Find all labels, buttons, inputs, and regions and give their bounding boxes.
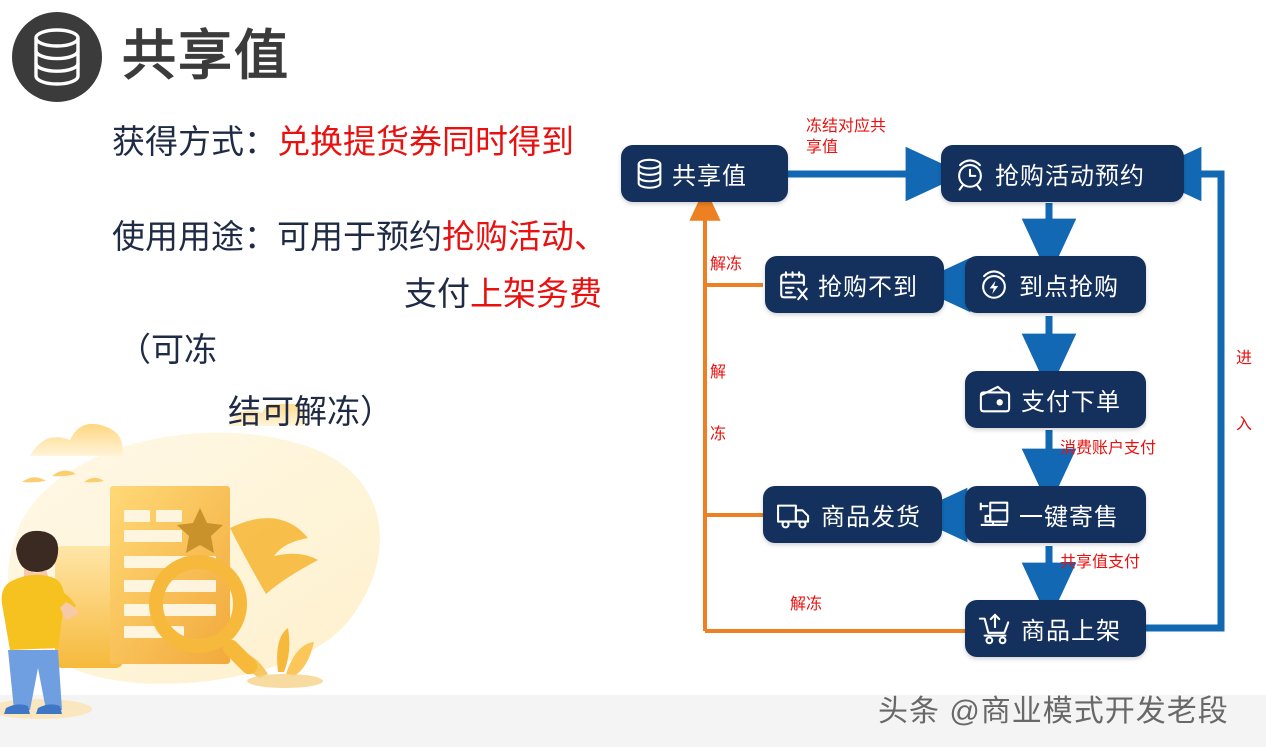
truck-icon bbox=[775, 500, 813, 530]
flow-node-label: 到点抢购 bbox=[1019, 274, 1119, 301]
usage-plain: 可用于预约 bbox=[277, 218, 442, 255]
flow-node-label: 一键寄售 bbox=[1019, 504, 1119, 531]
flow-node-label: 抢购不到 bbox=[818, 274, 918, 301]
package-box-icon bbox=[977, 498, 1011, 532]
flow-node-label: 共享值 bbox=[672, 163, 747, 190]
edge-label-shared-value-pay: 共享值支付 bbox=[1060, 554, 1141, 571]
wallet-icon bbox=[977, 384, 1013, 416]
usage-red: 抢购活动、 bbox=[442, 218, 607, 255]
flow-node-label: 商品发货 bbox=[821, 504, 921, 531]
bottom-band bbox=[0, 695, 1266, 747]
flow-node-one-click-consign[interactable]: 一键寄售 bbox=[965, 486, 1146, 543]
edge-label-freeze-shared-value: 冻结对应共 享值 bbox=[806, 118, 887, 156]
flow-node-label: 抢购活动预约 bbox=[995, 163, 1145, 190]
flow-node-goods-shipped[interactable]: 商品发货 bbox=[763, 486, 942, 543]
cart-upload-icon bbox=[977, 612, 1013, 646]
calendar-x-icon bbox=[777, 268, 810, 302]
edge-label-unfreeze-mid-1: 解 bbox=[710, 364, 727, 381]
edge-label-consumer-account-pay: 消费账户支付 bbox=[1060, 440, 1157, 457]
edge-label-enter-2: 入 bbox=[1236, 416, 1253, 433]
usage2-plain: 支付 bbox=[404, 275, 470, 312]
usage-label: 使用用途： bbox=[112, 218, 277, 255]
freeze-note-line-1: （可冻 bbox=[118, 331, 217, 368]
acquisition-label: 获得方式： bbox=[112, 123, 277, 160]
usage2-red: 上架务费 bbox=[470, 275, 602, 312]
page-title: 共享值 bbox=[122, 26, 290, 86]
usage-line-2: 支付上架务费 bbox=[404, 272, 602, 316]
freeze-note-line-2: 结可解冻） bbox=[228, 393, 393, 430]
edge-label-unfreeze-top: 解冻 bbox=[710, 256, 743, 273]
usage-line: 使用用途：可用于预约抢购活动、 bbox=[112, 215, 607, 259]
alarm-clock-icon bbox=[953, 157, 987, 191]
clock-bolt-icon bbox=[977, 268, 1011, 302]
flow-node-shared-value[interactable]: 共享值 bbox=[621, 145, 788, 202]
database-icon bbox=[12, 12, 102, 102]
decorative-illustration bbox=[0, 404, 400, 747]
flow-node-flash-sale-booking[interactable]: 抢购活动预约 bbox=[941, 145, 1184, 202]
flow-node-label: 支付下单 bbox=[1021, 389, 1121, 416]
edge-label-unfreeze-bottom: 解冻 bbox=[790, 596, 823, 613]
database-icon bbox=[635, 158, 664, 190]
acquisition-value: 兑换提货券同时得到 bbox=[277, 123, 574, 160]
acquisition-line: 获得方式：兑换提货券同时得到 bbox=[112, 120, 574, 164]
edge-label-unfreeze-mid-2: 冻 bbox=[710, 426, 727, 443]
flow-node-flash-sale-start[interactable]: 到点抢购 bbox=[965, 256, 1146, 313]
edge-label-enter-1: 进 bbox=[1236, 350, 1253, 367]
flow-node-sale-missed[interactable]: 抢购不到 bbox=[765, 256, 944, 313]
flow-node-goods-listed[interactable]: 商品上架 bbox=[965, 600, 1146, 657]
watermark: 头条 @商业模式开发老段 bbox=[878, 695, 1229, 728]
flow-node-label: 商品上架 bbox=[1021, 618, 1121, 645]
flow-node-pay-order[interactable]: 支付下单 bbox=[965, 371, 1146, 428]
